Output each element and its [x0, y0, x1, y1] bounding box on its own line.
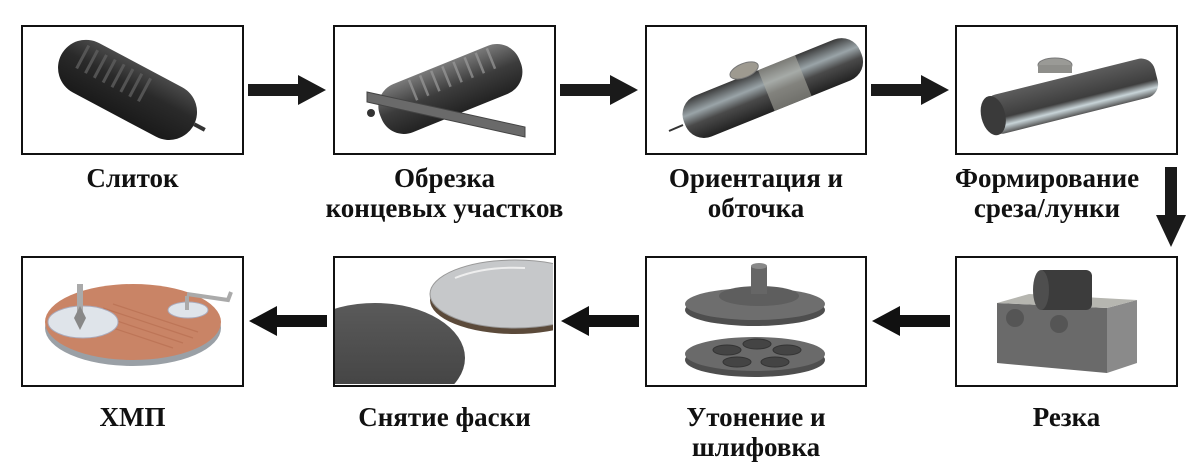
step-label-thinning-lapping: Утонение и шлифовка	[625, 402, 887, 462]
label-line: Утонение и	[686, 402, 826, 432]
step-box-slicing	[955, 256, 1178, 387]
step-box-orientation-grinding	[645, 25, 867, 155]
label-line: Резка	[1032, 402, 1101, 432]
arrow-left-icon	[870, 306, 950, 336]
arrow-right-icon	[871, 75, 951, 105]
label-line: Обрезка	[394, 163, 495, 193]
step-label-orientation-grinding: Ориентация и обточка	[625, 163, 887, 223]
step-label-slicing: Резка	[955, 402, 1178, 432]
arrow-down-icon	[1156, 167, 1186, 249]
label-line: ХМП	[99, 402, 166, 432]
slicing-icon	[997, 270, 1137, 373]
step-box-ingot	[21, 25, 244, 155]
step-label-end-cropping: Обрезка концевых участков	[303, 163, 586, 223]
label-line: обточка	[707, 193, 805, 223]
step-box-thinning-lapping	[645, 256, 867, 387]
flat-notch-forming-icon	[980, 57, 1159, 136]
step-box-flat-notch-forming	[955, 25, 1178, 155]
label-line: Формирование	[954, 163, 1140, 193]
cmp-polishing-icon	[45, 284, 233, 366]
edge-chamfering-icon	[335, 259, 553, 384]
label-line: Снятие фаски	[358, 402, 531, 432]
label-line: Слиток	[86, 163, 179, 193]
end-cropping-icon	[366, 44, 526, 138]
step-label-ingot: Слиток	[21, 163, 244, 193]
arrow-left-icon	[559, 306, 639, 336]
step-label-cmp: ХМП	[21, 402, 244, 432]
arrow-right-icon	[248, 75, 328, 105]
step-label-flat-notch-forming: Формирование среза/лунки	[936, 163, 1158, 223]
arrow-right-icon	[560, 75, 640, 105]
label-line: концевых участков	[325, 193, 564, 223]
arrow-left-icon	[247, 306, 327, 336]
step-box-edge-chamfering	[333, 256, 556, 387]
orientation-grinding-icon	[668, 38, 864, 138]
step-box-cmp	[21, 256, 244, 387]
step-box-end-cropping	[333, 25, 556, 155]
label-line: Ориентация и	[668, 163, 844, 193]
label-line: среза/лунки	[973, 193, 1121, 223]
ingot-icon	[58, 39, 206, 140]
thinning-lapping-icon	[685, 263, 825, 377]
label-line: шлифовка	[691, 432, 821, 462]
step-label-edge-chamfering: Снятие фаски	[313, 402, 576, 432]
